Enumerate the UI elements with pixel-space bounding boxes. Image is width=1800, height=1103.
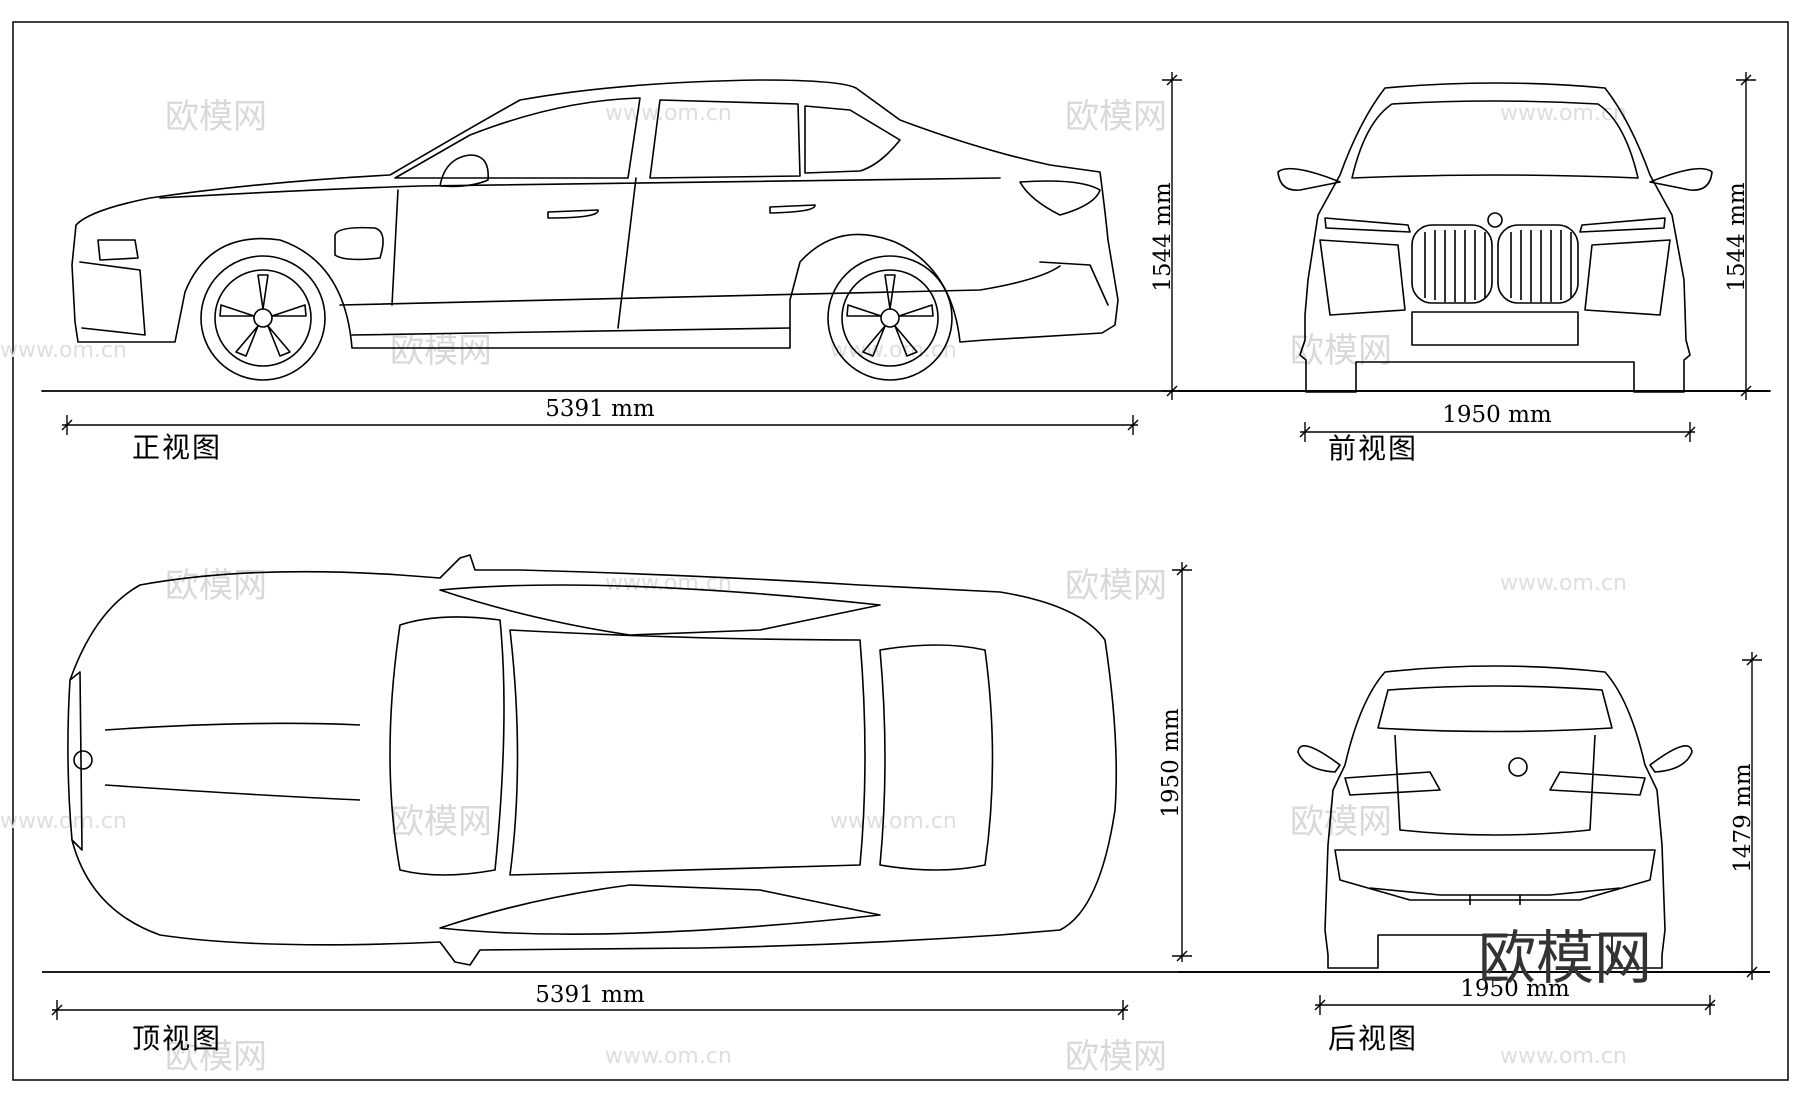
front-view-caption: 前视图 — [1328, 432, 1418, 465]
side-height-dimension — [1162, 72, 1182, 400]
side-length-dimension — [61, 415, 1139, 435]
top-window-right-bottom — [439, 884, 881, 935]
side-window-mid — [649, 99, 801, 179]
front-kidney-grille — [1411, 224, 1579, 304]
watermark-brand: 欧模网 — [1065, 97, 1167, 137]
rear-height-dimension — [1742, 652, 1762, 980]
side-wheel-rear — [827, 255, 953, 381]
front-mirror-right — [1649, 167, 1713, 191]
watermark-brand: 欧模网 — [165, 97, 267, 137]
side-window-rear — [804, 105, 901, 174]
side-character-line — [339, 265, 1061, 306]
side-fuel-cap — [334, 226, 384, 261]
side-rear-bumper — [1039, 261, 1109, 306]
rear-width-label: 1950 mm — [1460, 976, 1570, 1002]
side-height-label: 1544 mm — [1150, 182, 1176, 292]
side-length-label: 5391 mm — [545, 396, 655, 422]
side-door-line — [617, 177, 637, 329]
rear-view — [1178, 665, 1770, 973]
front-lower-intake — [1411, 311, 1579, 346]
watermarks: 欧模网 欧模网 www.om.cn www.om.cn 欧模网 欧模网 www.… — [0, 97, 1627, 1077]
top-width-dimension — [1172, 562, 1192, 962]
rear-taillight-left — [1344, 771, 1441, 796]
front-windshield — [1351, 100, 1639, 179]
top-window-left-top — [439, 584, 881, 636]
side-window-front — [394, 97, 641, 179]
top-view — [42, 554, 1770, 973]
watermark-url: www.om.cn — [1500, 101, 1627, 126]
front-height-dimension — [1736, 72, 1756, 400]
rear-taillight-right — [1549, 771, 1646, 796]
watermark-url: www.om.cn — [1500, 571, 1627, 596]
rear-width-dimension — [1314, 995, 1716, 1015]
side-taillight — [1019, 180, 1101, 216]
rear-diffuser — [1369, 887, 1621, 905]
side-beltline — [159, 177, 1001, 199]
top-hood-lines — [104, 722, 361, 801]
side-sill — [351, 327, 791, 336]
front-width-label: 1950 mm — [1442, 402, 1552, 428]
watermark-brand: 欧模网 — [390, 802, 492, 842]
rear-window — [1377, 685, 1613, 733]
side-door-handle — [547, 209, 599, 219]
top-width-label: 1950 mm — [1158, 708, 1184, 818]
side-view — [41, 79, 1771, 392]
watermark-url: www.om.cn — [605, 1044, 732, 1069]
top-view-caption: 顶视图 — [132, 1022, 222, 1055]
top-hood-badge — [73, 750, 93, 770]
top-length-label: 5391 mm — [535, 982, 645, 1008]
top-windshield — [389, 616, 505, 876]
top-length-dimension — [51, 1000, 1129, 1020]
front-bumper-intake — [1319, 239, 1671, 316]
watermark-brand: 欧模网 — [390, 331, 492, 371]
watermark-brand: 欧模网 — [1065, 1037, 1167, 1077]
watermark-url: www.om.cn — [605, 101, 732, 126]
top-car-body — [67, 554, 1118, 966]
side-mirror — [439, 154, 489, 188]
watermark-brand: 欧模网 — [1290, 331, 1392, 371]
side-car-body — [71, 79, 1119, 349]
watermark-brand: 欧模网 — [1290, 802, 1392, 842]
rear-badge — [1508, 757, 1528, 777]
brand-logo-watermark: 欧模网 — [1478, 924, 1652, 992]
front-height-label: 1544 mm — [1724, 182, 1750, 292]
sheet-border — [12, 21, 1789, 1081]
top-sunroof — [509, 629, 866, 876]
rear-bumper — [1334, 849, 1656, 901]
side-headlight — [97, 239, 139, 261]
side-view-caption: 正视图 — [132, 431, 222, 464]
front-car-body — [1299, 82, 1691, 393]
watermark-brand: 欧模网 — [1065, 566, 1167, 606]
front-view — [1178, 82, 1770, 393]
front-width-dimension — [1299, 422, 1696, 442]
watermark-brand: 欧模网 — [165, 1037, 267, 1077]
rear-trunk-lid — [1394, 734, 1596, 836]
front-headlight-left — [1324, 217, 1411, 233]
watermark-brand: 欧模网 — [165, 566, 267, 606]
front-badge — [1487, 212, 1503, 228]
side-door-line — [391, 189, 399, 306]
rear-mirror-left — [1297, 745, 1341, 773]
top-rear-window — [879, 644, 994, 871]
watermark-url: www.om.cn — [0, 809, 127, 834]
rear-car-body — [1324, 665, 1666, 969]
front-mirror-left — [1277, 167, 1341, 191]
side-wheel-front — [200, 255, 326, 381]
watermark-url: www.om.cn — [830, 809, 957, 834]
rear-view-caption: 后视图 — [1328, 1022, 1418, 1055]
top-front-grille — [69, 671, 83, 851]
front-headlight-right — [1579, 217, 1666, 233]
rear-height-label: 1479 mm — [1730, 763, 1756, 873]
rear-mirror-right — [1649, 745, 1693, 773]
watermark-url: www.om.cn — [1500, 1044, 1627, 1069]
side-door-handle — [769, 204, 816, 214]
side-front-bumper — [79, 261, 146, 336]
